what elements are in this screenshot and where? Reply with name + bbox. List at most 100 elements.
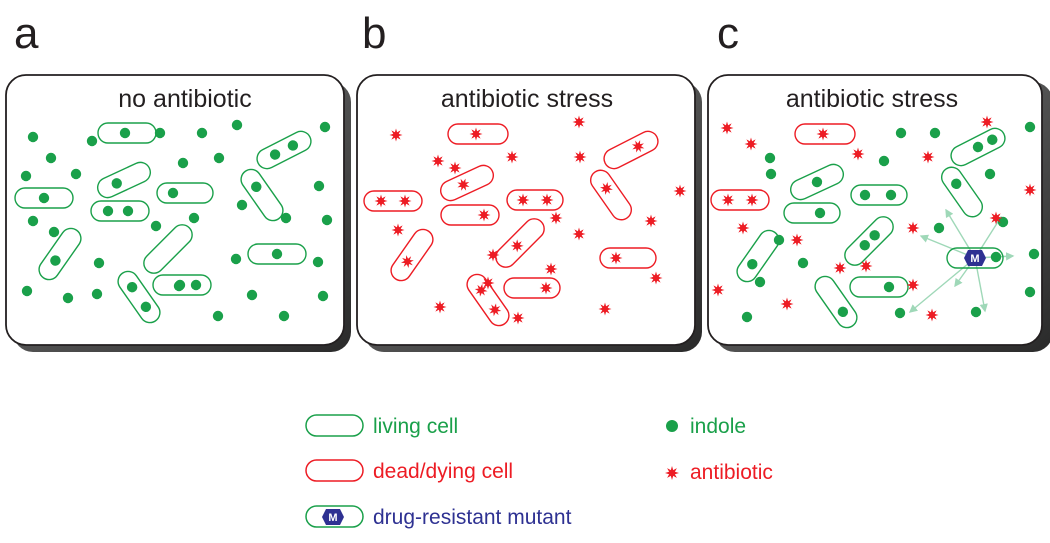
- antibiotic-star: [989, 211, 1003, 225]
- antibiotic-star: [780, 297, 794, 311]
- panel-b-title: antibiotic stress: [441, 85, 613, 113]
- indole-dot: [1028, 248, 1040, 260]
- dead-cell: [503, 277, 561, 299]
- legend-mutant-label: drug-resistant mutant: [373, 506, 572, 529]
- indole-dot: [177, 157, 189, 169]
- panel-letter-b: b: [362, 9, 386, 58]
- indole-dot: [20, 170, 32, 182]
- indole-dot: [933, 222, 945, 234]
- panel-b-content: [363, 115, 687, 327]
- antibiotic-star: [486, 248, 500, 262]
- indole-dot: [1024, 121, 1036, 133]
- antibiotic-star: [925, 308, 939, 322]
- antibiotic-star: [736, 221, 750, 235]
- living-cell: [38, 227, 82, 281]
- panel-a-content: [14, 119, 333, 324]
- antibiotic-star: [921, 150, 935, 164]
- indole-dot: [894, 307, 906, 319]
- dead-cell: [440, 204, 500, 226]
- indole-dot: [970, 306, 982, 318]
- living-cell: [844, 216, 894, 266]
- antibiotic-star: [1023, 183, 1037, 197]
- indole-dot: [93, 257, 105, 269]
- antibiotic-star: [572, 227, 586, 241]
- antibiotic-star: [859, 259, 873, 273]
- antibiotic-star: [505, 150, 519, 164]
- living-cell: [849, 276, 909, 298]
- indole-dot: [62, 292, 74, 304]
- indole-dot: [764, 152, 776, 164]
- legend-living-cell: living cell: [305, 414, 458, 438]
- panel-c: c antibiotic stress M: [707, 9, 1050, 352]
- panel-c-content: M: [710, 115, 1040, 329]
- dead-cell: [439, 164, 495, 202]
- indole-dot: [773, 234, 785, 246]
- living-cell: [814, 275, 858, 329]
- indole-dot: [878, 155, 890, 167]
- legend-indole: indole: [666, 415, 746, 438]
- antibiotic-star: [906, 221, 920, 235]
- antibiotic-star: [511, 311, 525, 325]
- antibiotic-star: [673, 184, 687, 198]
- indole-dot: [317, 290, 329, 302]
- living-cell: [736, 229, 780, 283]
- panel-a-title: no antibiotic: [118, 85, 251, 113]
- indole-dot: [48, 226, 60, 238]
- mutant-icon: M: [305, 505, 364, 528]
- indole-dot: [895, 127, 907, 139]
- antibiotic-icon: [665, 466, 679, 480]
- legend: living cell dead/dying cell M drug-resis…: [305, 414, 773, 529]
- indole-dot: [280, 212, 292, 224]
- legend-antibiotic-label: antibiotic: [690, 461, 773, 484]
- mutant-badge-shape: [322, 509, 344, 525]
- dead-cell: [506, 189, 564, 211]
- antibiotic-star: [549, 211, 563, 225]
- antibiotic-star: [598, 302, 612, 316]
- indole-dot: [797, 257, 809, 269]
- antibiotic-star: [644, 214, 658, 228]
- living-cell: [156, 182, 214, 204]
- indole-dot: [86, 135, 98, 147]
- antibiotic-star: [790, 233, 804, 247]
- living-cell-icon: [305, 414, 364, 437]
- indole-dot: [188, 212, 200, 224]
- antibiotic-star: [980, 115, 994, 129]
- antibiotic-star: [389, 128, 403, 142]
- indole-dot: [70, 168, 82, 180]
- indole-dot: [27, 131, 39, 143]
- indole-dot: [984, 168, 996, 180]
- indole-dot: [741, 311, 753, 323]
- indole-dot: [27, 215, 39, 227]
- dead-cell: [363, 190, 423, 212]
- legend-living-cell-label: living cell: [373, 415, 458, 438]
- living-cell: [14, 187, 74, 209]
- indole-dot: [312, 256, 324, 268]
- dead-cell: [603, 130, 659, 170]
- legend-antibiotic: antibiotic: [665, 461, 773, 484]
- antibiotic-star: [481, 276, 495, 290]
- dead-cell: [599, 247, 657, 269]
- indole-dot: [278, 310, 290, 322]
- indole-dot: [212, 310, 224, 322]
- indole-dot: [319, 121, 331, 133]
- indole-dot: [45, 152, 57, 164]
- living-cell: [117, 270, 161, 324]
- svg-text:M: M: [970, 253, 979, 265]
- mutant-badge-letter: M: [328, 512, 337, 524]
- living-cell: [240, 168, 284, 222]
- panel-letter-c: c: [717, 9, 739, 58]
- living-cell: [256, 130, 312, 170]
- dead-cell: [447, 123, 509, 145]
- indole-dot: [91, 288, 103, 300]
- dead-cell: [794, 123, 856, 145]
- panel-c-frame: [707, 74, 1043, 346]
- indole-dot: [173, 280, 185, 292]
- antibiotic-star: [391, 223, 405, 237]
- indole-dot: [313, 180, 325, 192]
- antibiotic-star: [711, 283, 725, 297]
- legend-indole-label: indole: [690, 415, 746, 438]
- living-cell: [247, 243, 307, 265]
- panel-a-frame: [5, 74, 345, 346]
- dead-cell-icon: [305, 459, 364, 482]
- mutant-cell: M: [946, 247, 1004, 269]
